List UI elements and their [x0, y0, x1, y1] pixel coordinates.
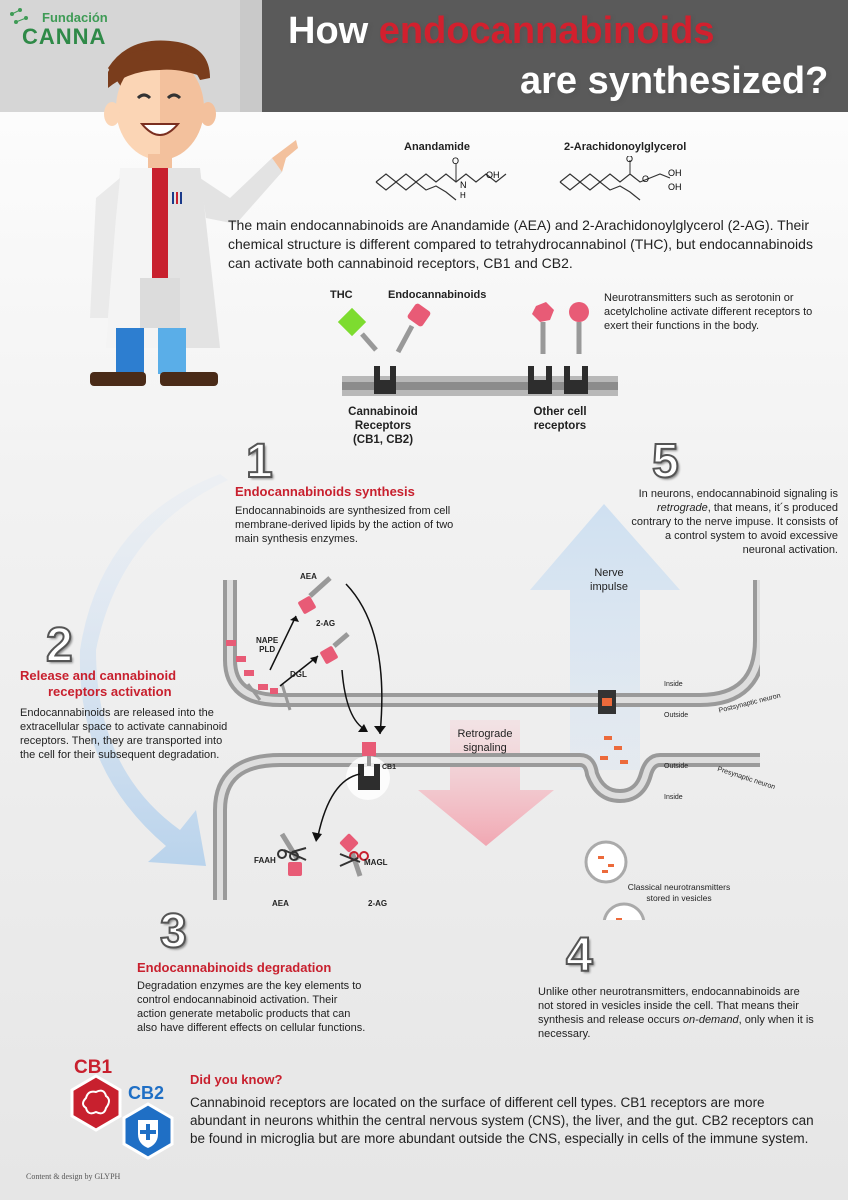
did-you-know-text: Cannabinoid receptors are located on the… [190, 1095, 814, 1146]
process-arrows [79, 474, 680, 866]
retrograde-arrow [418, 720, 554, 846]
logo-foundation: Fundación [42, 10, 108, 25]
label-inside-post: Inside [664, 681, 683, 688]
nerve-line-2: impulse [590, 581, 628, 593]
nerve-impulse-label: Nerve impulse [574, 566, 644, 594]
cr-line-3: (CB1, CB2) [352, 434, 414, 446]
intro-paragraph: The main endocannabinoids are Anandamide… [228, 217, 813, 271]
thc-molecule-icon [337, 307, 367, 337]
step-5-text-em: retrograde [657, 502, 708, 514]
label-dgl: DGL [290, 670, 307, 679]
step-2-title-line-1: Release and cannabinoid [20, 668, 177, 683]
or-line-2: receptors [533, 420, 587, 432]
nerve-line-1: Nerve [594, 567, 624, 579]
title-line-1: How endocannabinoids [288, 10, 714, 53]
label-nape-pld: NAPE PLD [256, 636, 278, 654]
step-5-text-a: In neurons, endocannabinoid signaling is [638, 488, 838, 500]
logo-dots-icon [10, 8, 28, 24]
step-4-text-b: , only when it is necessary. [538, 1014, 814, 1040]
label-outside-pre: Outside [664, 763, 689, 770]
step-5-text: In neurons, endocannabinoid signaling is… [630, 487, 838, 557]
retro-line-2: signaling [463, 742, 507, 754]
step-4-number: 4 [565, 928, 594, 983]
retro-line-1: Retrograde [457, 728, 513, 740]
step-2-text: Endocannabinoids are released into the e… [20, 707, 228, 761]
step-4-text: Unlike other neurotransmitters, endocann… [538, 985, 818, 1041]
title-line-2: are synthesized? [520, 60, 829, 102]
badge-cb2: CB2 [128, 1083, 165, 1103]
step-5-text-b: , that means, it´s produced contrary to … [631, 502, 838, 556]
label-nape: NAPE [256, 636, 279, 645]
neuron-synapse-diagram [213, 576, 760, 920]
step-4-text-em: on-demand [682, 1014, 739, 1026]
atom-oh1: OH [668, 168, 682, 178]
label-cb1: CB1 [382, 764, 397, 771]
label-pld: PLD [259, 645, 276, 654]
cr-line-1: Cannabinoid [348, 406, 418, 418]
nerve-impulse-arrow [530, 504, 680, 770]
other-receptors-label: Other cell receptors [510, 405, 610, 433]
vesicles-line-2: stored in vesicles [646, 893, 712, 903]
neurotransmitter-note: Neurotransmitters such as serotonin or a… [604, 292, 813, 332]
did-you-know-title: Did you know? [190, 1072, 283, 1087]
receptor-membrane-diagram [337, 302, 618, 396]
atom-oh: OH [486, 170, 500, 180]
label-2ag: 2-AG [316, 619, 336, 628]
label-inside-pre: Inside [664, 794, 683, 801]
step-1-title: Endocannabinoids synthesis [235, 484, 415, 499]
credit: Content & design by GLYPH [26, 1172, 121, 1181]
step-1-text: Endocannabinoids are synthesized from ce… [235, 505, 454, 545]
scientist-illustration [90, 40, 298, 386]
receptor-badges [70, 1074, 174, 1160]
step-3-number: 3 [159, 904, 188, 959]
step-2-number: 2 [45, 618, 74, 673]
atom-o1: O [626, 156, 633, 164]
title-how: How [288, 10, 369, 52]
atom-o2: O [642, 174, 649, 184]
step-2-title: Release and cannabinoid receptors activa… [20, 668, 176, 700]
step-4-text-a: Unlike other neurotransmitters, endocann… [538, 986, 800, 1026]
atom-h: H [460, 191, 466, 200]
molecule-name-anandamide: Anandamide [404, 141, 471, 153]
label-aea-degraded: AEA [272, 899, 289, 908]
step-5-number: 5 [651, 434, 680, 489]
anandamide-structure: O N H OH [375, 156, 507, 201]
label-outside-post: Outside [664, 712, 689, 719]
label-faah: FAAH [254, 856, 276, 865]
or-line-1: Other cell [533, 406, 587, 418]
vesicles-label: Classical neurotransmitters stored in ve… [614, 882, 744, 904]
label-endocannabinoids: Endocannabinoids [388, 289, 487, 301]
vesicles-line-1: Classical neurotransmitters [627, 882, 731, 892]
cr-line-2: Receptors [354, 420, 412, 432]
atom-o: O [452, 156, 459, 166]
title-endocannabinoids: endocannabinoids [378, 10, 715, 52]
molecule-name-2ag: 2-Arachidonoylglycerol [564, 141, 687, 153]
step-3-title: Endocannabinoids degradation [137, 960, 332, 975]
2ag-structure: O O OH OH [559, 156, 682, 201]
label-aea: AEA [300, 572, 317, 581]
brain-badge-icon [70, 1074, 122, 1132]
label-2ag-degraded: 2-AG [368, 899, 388, 908]
cannabinoid-receptors-label: Cannabinoid Receptors (CB1, CB2) [328, 405, 438, 447]
badge-cb1: CB1 [74, 1057, 113, 1078]
atom-n: N [460, 180, 467, 190]
banner-shadow [240, 0, 848, 112]
atom-oh2: OH [668, 182, 682, 192]
step-3-text: Degradation enzymes are the key elements… [137, 980, 366, 1034]
step-2-title-line-2: receptors activation [48, 684, 172, 699]
retrograde-label: Retrograde signaling [450, 727, 520, 755]
label-magl: MAGL [364, 858, 388, 867]
label-thc: THC [330, 289, 353, 301]
step-1-number: 1 [245, 434, 274, 489]
logo-canna: CANNA [22, 24, 107, 49]
